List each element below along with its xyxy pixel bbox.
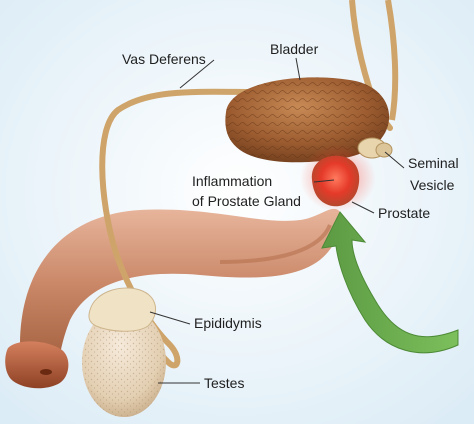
prostate-gland [311,155,360,207]
penis-shaft [20,208,342,365]
label-inflammation-line1: Inflammation [192,173,272,189]
label-seminal-vesicle-line1: Seminal [408,155,459,171]
leader-bladder [295,57,301,81]
leader-inflammation [313,179,335,183]
label-epididymis: Epididymis [194,315,262,331]
leader-vas-deferens [179,59,215,89]
leader-seminal-vesicle [384,151,405,169]
label-vas-deferens: Vas Deferens [122,51,206,67]
urethra [219,224,332,264]
leader-lines [149,57,405,384]
leader-epididymis [149,311,191,325]
label-prostate: Prostate [378,205,430,221]
ureter-right [385,0,399,121]
seminal-vesicle-lobe [375,142,393,158]
label-testes: Testes [204,375,244,391]
glans [5,341,69,389]
epididymis [88,287,156,332]
testis-texture [82,307,166,417]
label-seminal-vesicle-line2: Vesicle [410,177,455,193]
leader-prostate [351,201,375,214]
urethral-opening [40,369,52,375]
label-bladder: Bladder [270,41,319,57]
bladder-texture [225,77,390,163]
label-inflammation-line2: of Prostate Gland [192,193,301,209]
arrow-icon [321,211,459,354]
